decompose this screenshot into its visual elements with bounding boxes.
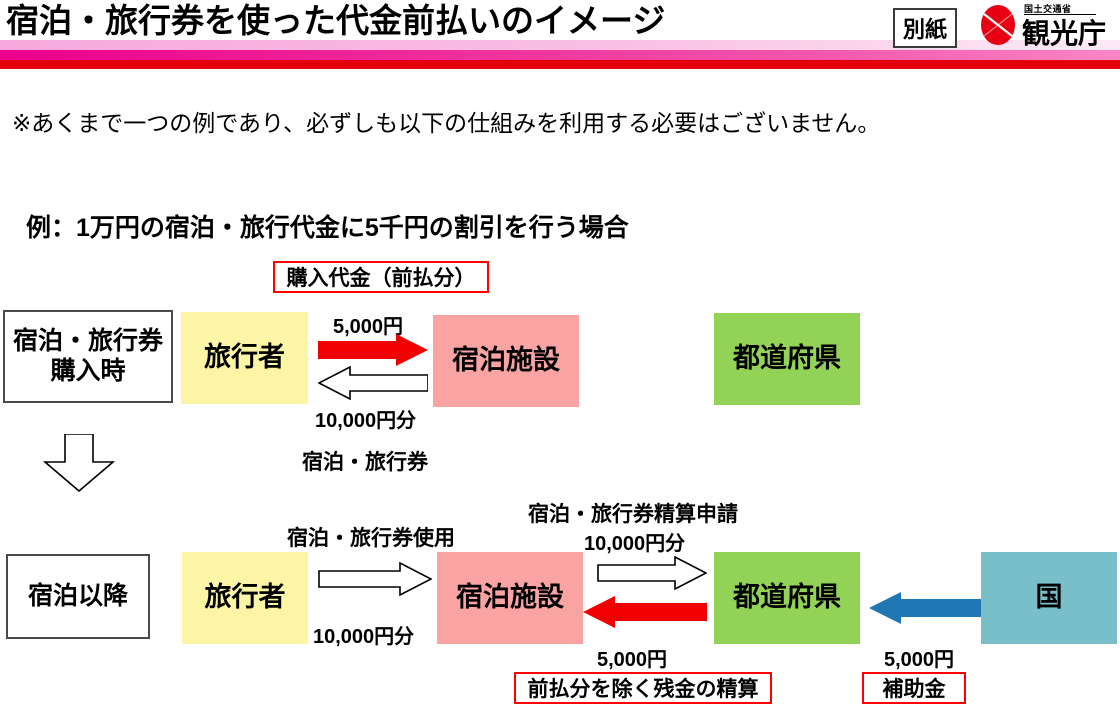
entity-box-lodging-row2: 宿泊施設 bbox=[437, 552, 583, 644]
header-gradient-light-band bbox=[0, 40, 1120, 50]
example-heading: 例：1万円の宿泊・旅行代金に5千円の割引を行う場合 bbox=[26, 214, 629, 242]
attachment-badge: 別紙 bbox=[893, 8, 957, 48]
agency-ministry-rule bbox=[1024, 14, 1096, 15]
entity-box-lodging-row1-label: 宿泊施設 bbox=[452, 345, 560, 376]
arrow-payment-right-red bbox=[318, 334, 428, 366]
entity-box-traveler-row1-label: 旅行者 bbox=[204, 342, 285, 373]
arrow-stage-transition-down bbox=[43, 434, 115, 492]
amount-label-settlement: 5,000円 bbox=[597, 649, 668, 671]
attachment-badge-label: 別紙 bbox=[902, 17, 947, 42]
amount-label-settlement-request: 10,000円分 bbox=[584, 533, 686, 555]
entity-box-prefecture-row1: 都道府県 bbox=[714, 313, 860, 405]
callout-subsidy: 補助金 bbox=[862, 672, 966, 704]
agency-name-label: 観光庁 bbox=[1022, 18, 1107, 49]
page-header: 宿泊・旅行券を使った代金前払いのイメージ 別紙 国土交通省 観光庁 bbox=[0, 0, 1120, 72]
arrow-voucher-left-outline bbox=[318, 366, 428, 400]
entity-box-nation-label: 国 bbox=[1035, 582, 1063, 613]
agency-logo: 国土交通省 観光庁 bbox=[978, 0, 1120, 52]
entity-box-prefecture-row1-label: 都道府県 bbox=[733, 343, 841, 374]
arrow-voucher-use-right-outline bbox=[318, 562, 432, 596]
entity-box-traveler-row2: 旅行者 bbox=[182, 552, 308, 644]
agency-ministry-label: 国土交通省 bbox=[1024, 4, 1072, 14]
amount-label-prepayment-row1: 5,000円 bbox=[333, 316, 404, 338]
entity-box-prefecture-row2-label: 都道府県 bbox=[733, 582, 841, 613]
callout-subsidy-label: 補助金 bbox=[882, 678, 946, 701]
stage-box-after-stay-label: 宿泊以降 bbox=[27, 581, 128, 610]
japan-tourism-agency-emblem-icon bbox=[981, 5, 1015, 45]
callout-purchase-payment: 購入代金（前払分） bbox=[273, 261, 489, 293]
entity-box-lodging-row2-label: 宿泊施設 bbox=[456, 582, 564, 613]
entity-box-traveler-row2-label: 旅行者 bbox=[204, 582, 286, 613]
stage-box-voucher-purchase-line1: 宿泊・旅行券 bbox=[12, 327, 163, 355]
entity-box-traveler-row1: 旅行者 bbox=[181, 312, 308, 404]
disclaimer-note: ※あくまで一つの例であり、必ずしも以下の仕組みを利用する必要はございません。 bbox=[12, 110, 881, 136]
label-settlement-request: 宿泊・旅行券精算申請 bbox=[528, 503, 738, 526]
callout-purchase-payment-label: 購入代金（前払分） bbox=[286, 267, 476, 290]
amount-label-voucher-use: 10,000円分 bbox=[313, 626, 415, 648]
arrow-settlement-left-red bbox=[583, 596, 707, 628]
label-voucher-use: 宿泊・旅行券使用 bbox=[287, 527, 455, 550]
entity-box-prefecture-row2: 都道府県 bbox=[714, 552, 860, 644]
arrow-settlement-request-right-outline bbox=[597, 556, 707, 590]
label-voucher-row1: 宿泊・旅行券 bbox=[302, 451, 428, 474]
stage-box-voucher-purchase: 宿泊・旅行券 購入時 bbox=[3, 310, 173, 403]
amount-label-subsidy: 5,000円 bbox=[884, 649, 955, 671]
stage-box-after-stay: 宿泊以降 bbox=[6, 554, 150, 639]
header-red-bar bbox=[0, 60, 1120, 69]
header-gradient-strong-band bbox=[0, 50, 1120, 60]
callout-remaining-settlement: 前払分を除く残金の精算 bbox=[514, 672, 772, 704]
entity-box-nation: 国 bbox=[981, 552, 1117, 644]
callout-remaining-settlement-label: 前払分を除く残金の精算 bbox=[527, 678, 759, 701]
arrow-subsidy-left-blue bbox=[869, 592, 983, 624]
stage-box-voucher-purchase-line2: 購入時 bbox=[50, 356, 126, 385]
entity-box-lodging-row1: 宿泊施設 bbox=[433, 315, 579, 407]
page-title: 宿泊・旅行券を使った代金前払いのイメージ bbox=[6, 2, 666, 39]
amount-label-voucher-row1: 10,000円分 bbox=[315, 410, 417, 432]
